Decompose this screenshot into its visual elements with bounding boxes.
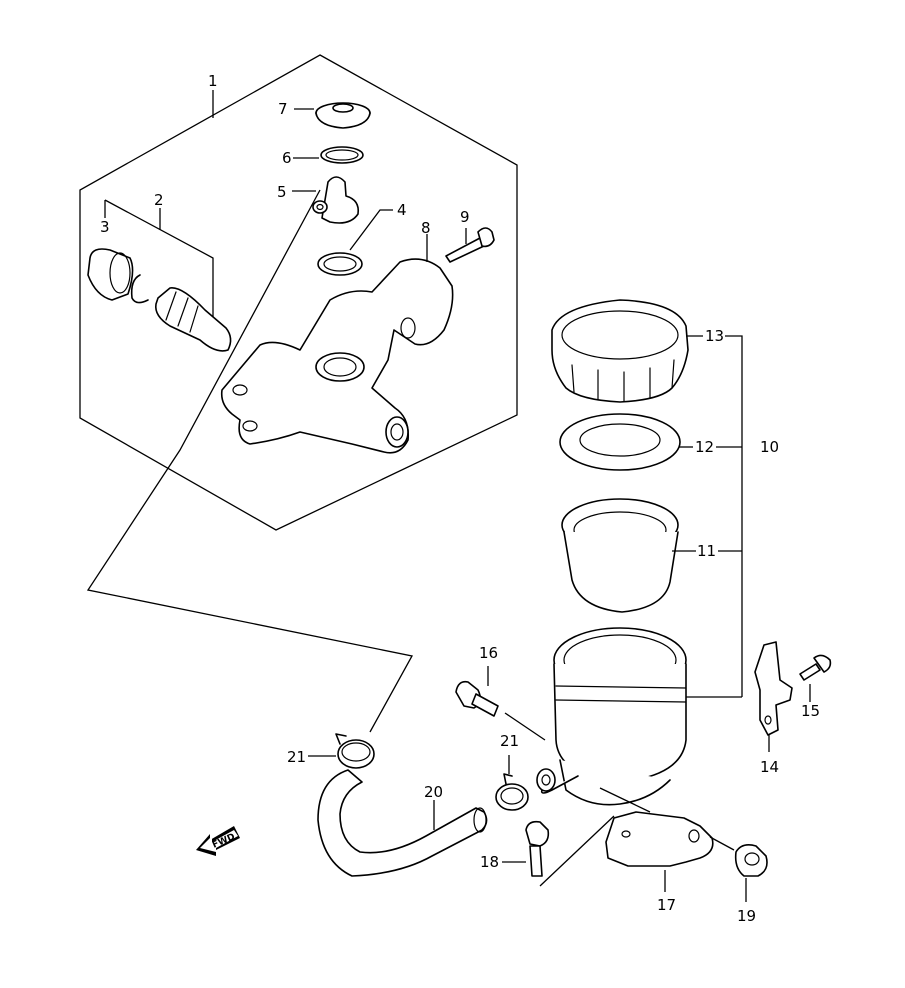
callout-bracket-10: [716, 335, 743, 697]
part-13-reservoir-cap[interactable]: [551, 299, 703, 403]
callout-11: 11: [697, 542, 716, 560]
part-17-bracket[interactable]: [599, 787, 714, 892]
master-cylinder-body[interactable]: [220, 234, 454, 454]
part-14-stay[interactable]: [754, 641, 793, 752]
part-2-piston-set[interactable]: [130, 274, 232, 352]
callout-1: 1: [208, 72, 218, 90]
part-7-cap[interactable]: [294, 102, 371, 129]
callout-4: 4: [397, 201, 407, 219]
callout-14: 14: [760, 758, 779, 776]
fwd-label: FWD: [211, 832, 237, 851]
part-16-bolt[interactable]: [455, 666, 546, 741]
callout-16: 16: [479, 644, 498, 662]
callout-6: 6: [282, 149, 292, 167]
callout-17: 17: [657, 896, 676, 914]
part-15-screw[interactable]: [799, 654, 832, 702]
arrow-fwd-icon: FWD: [196, 826, 240, 856]
callout-13: 13: [705, 327, 724, 345]
part-4-o-ring[interactable]: [317, 209, 393, 276]
callout-19: 19: [737, 907, 756, 925]
callout-9: 9: [460, 208, 470, 226]
callout-20: 20: [424, 783, 443, 801]
callout-8: 8: [421, 219, 431, 237]
part-21-hose-clamp-b[interactable]: [495, 755, 529, 811]
assembly-outline: [79, 54, 518, 733]
callout-3: 3: [100, 218, 110, 236]
part-10-reservoir[interactable]: [536, 627, 742, 806]
part-6-circlip[interactable]: [293, 146, 364, 164]
part-18-bolt[interactable]: [502, 815, 615, 887]
part-12-plate[interactable]: [559, 413, 693, 471]
part-11-diaphragm[interactable]: [561, 498, 696, 613]
callout-10: 10: [760, 438, 779, 456]
callout-labels: 1 2 3 4 5 6 7 8 9 10 11 12 13 14 15 16 1…: [100, 72, 820, 925]
part-20-hose[interactable]: [317, 769, 488, 877]
part-19-nut[interactable]: [709, 836, 768, 902]
callout-2: 2: [154, 191, 164, 209]
callout-7: 7: [278, 100, 288, 118]
part-5-connector[interactable]: [292, 176, 360, 224]
callout-21b: 21: [500, 732, 519, 750]
callout-15: 15: [801, 702, 820, 720]
part-3-boot[interactable]: [87, 248, 134, 301]
callout-21a: 21: [287, 748, 306, 766]
part-21-hose-clamp-a[interactable]: [308, 733, 375, 769]
callout-5: 5: [277, 183, 287, 201]
part-9-bolt[interactable]: [445, 227, 495, 263]
callout-12: 12: [695, 438, 714, 456]
callout-18: 18: [480, 853, 499, 871]
